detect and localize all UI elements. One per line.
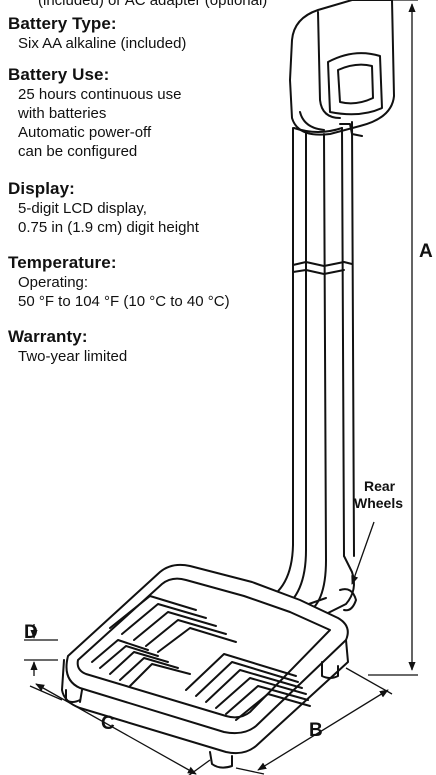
spec-line: 0.75 in (1.9 cm) digit height — [18, 219, 199, 236]
spec-temperature: Temperature: Operating: 50 °F to 104 °F … — [8, 253, 230, 311]
spec-line: can be configured — [18, 143, 138, 160]
dimension-label-d: D — [24, 622, 38, 643]
rear-wheel — [339, 588, 357, 612]
spec-line: 5-digit LCD display, — [18, 200, 147, 217]
spec-line: Two-year limited — [18, 348, 128, 365]
spec-heading: Temperature: — [8, 253, 117, 272]
spec-line: with batteries — [18, 105, 107, 122]
spec-battery-use: Battery Use: 25 hours continuous use wit… — [8, 65, 181, 161]
spec-heading: Battery Use: — [8, 65, 110, 84]
spec-warranty: Warranty: Two-year limited — [8, 327, 127, 366]
spec-heading: Warranty: — [8, 327, 88, 346]
dimension-label-c: C — [101, 713, 115, 734]
cutoff-text: (included) or AC adapter (optional) — [38, 0, 268, 9]
spec-line: Automatic power-off — [18, 124, 152, 141]
spec-line: 25 hours continuous use — [18, 86, 182, 103]
dimension-lines — [24, 0, 418, 775]
spec-display: Display: 5-digit LCD display, 0.75 in (1… — [8, 179, 199, 237]
rear-wheels-label-line2: Wheels — [354, 495, 403, 511]
rear-wheels-label-line1: Rear — [364, 478, 396, 494]
spec-battery-type: Battery Type: Six AA alkaline (included) — [8, 14, 186, 53]
spec-heading: Battery Type: — [8, 14, 117, 33]
scale-illustration — [61, 0, 395, 769]
spec-line: 50 °F to 104 °F (10 °C to 40 °C) — [18, 293, 230, 310]
dimension-label-a: A — [419, 241, 433, 262]
spec-line: Six AA alkaline (included) — [18, 35, 187, 52]
display-head — [289, 0, 395, 137]
spec-line: Operating: — [18, 274, 89, 291]
dimension-label-b: B — [309, 720, 323, 741]
spec-heading: Display: — [8, 179, 75, 198]
column — [292, 121, 355, 561]
